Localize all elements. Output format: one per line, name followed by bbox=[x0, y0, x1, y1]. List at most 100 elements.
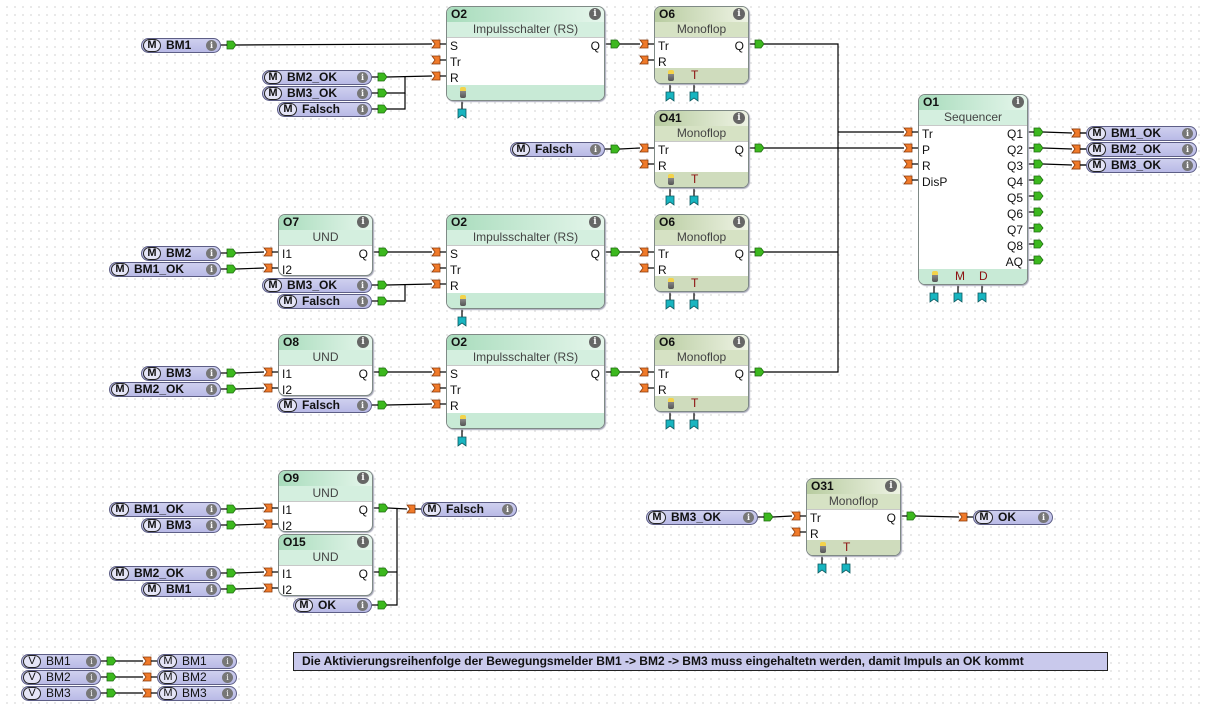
info-icon[interactable]: i bbox=[589, 216, 601, 228]
info-icon[interactable]: i bbox=[589, 8, 601, 20]
output-port[interactable] bbox=[1033, 223, 1044, 233]
wire[interactable] bbox=[1042, 147, 1073, 150]
param-port[interactable] bbox=[689, 419, 699, 430]
info-icon[interactable]: i bbox=[86, 688, 97, 699]
input-port[interactable] bbox=[431, 71, 441, 81]
input-port[interactable] bbox=[1071, 144, 1081, 154]
input-port[interactable] bbox=[903, 143, 913, 153]
output-port[interactable] bbox=[754, 39, 765, 49]
input-port[interactable] bbox=[1071, 160, 1081, 170]
info-icon[interactable]: i bbox=[206, 368, 217, 379]
param-port[interactable] bbox=[665, 299, 675, 310]
variable-bm1[interactable]: V BM1 i bbox=[21, 654, 101, 669]
output-port[interactable] bbox=[378, 367, 389, 377]
param-port[interactable] bbox=[977, 292, 987, 303]
input-port[interactable] bbox=[639, 143, 649, 153]
param-port[interactable] bbox=[457, 316, 467, 327]
wire[interactable] bbox=[915, 515, 960, 518]
output-port[interactable] bbox=[610, 144, 621, 154]
output-port[interactable] bbox=[1033, 159, 1044, 169]
wire[interactable] bbox=[764, 43, 839, 373]
wire[interactable] bbox=[235, 571, 265, 574]
marker-bm3[interactable]: M BM3 i bbox=[157, 686, 237, 701]
comment-note[interactable]: Die Aktivierungsreihenfolge der Bewegung… bbox=[293, 652, 1108, 671]
marker-bm3-ok[interactable]: M BM3_OK i bbox=[646, 510, 758, 525]
info-icon[interactable]: i bbox=[222, 672, 233, 683]
output-port[interactable] bbox=[377, 400, 388, 410]
marker-ok[interactable]: M OK i bbox=[293, 598, 372, 613]
output-port[interactable] bbox=[226, 584, 237, 594]
input-port[interactable] bbox=[639, 39, 649, 49]
input-port[interactable] bbox=[791, 511, 801, 521]
marker-falsch[interactable]: M Falsch i bbox=[421, 502, 517, 517]
output-port[interactable] bbox=[378, 503, 389, 513]
param-port[interactable] bbox=[689, 195, 699, 206]
param-port[interactable] bbox=[457, 108, 467, 119]
marker-ok[interactable]: M OK i bbox=[973, 510, 1053, 525]
info-icon[interactable]: i bbox=[743, 512, 754, 523]
output-port[interactable] bbox=[226, 40, 237, 50]
output-port[interactable] bbox=[763, 512, 774, 522]
info-icon[interactable]: i bbox=[357, 400, 368, 411]
info-icon[interactable]: i bbox=[206, 264, 217, 275]
input-port[interactable] bbox=[431, 383, 441, 393]
info-icon[interactable]: i bbox=[206, 568, 217, 579]
wire[interactable] bbox=[235, 523, 265, 526]
info-icon[interactable]: i bbox=[222, 656, 233, 667]
info-icon[interactable]: i bbox=[357, 216, 369, 228]
param-port[interactable] bbox=[817, 563, 827, 574]
input-port[interactable] bbox=[263, 519, 273, 529]
input-port[interactable] bbox=[263, 567, 273, 577]
info-icon[interactable]: i bbox=[206, 384, 217, 395]
output-port[interactable] bbox=[226, 248, 237, 258]
param-port[interactable] bbox=[689, 299, 699, 310]
output-port[interactable] bbox=[1033, 143, 1044, 153]
info-icon[interactable]: i bbox=[357, 536, 369, 548]
marker-bm3[interactable]: M BM3 i bbox=[141, 518, 221, 533]
info-icon[interactable]: i bbox=[357, 104, 368, 115]
input-port[interactable] bbox=[639, 263, 649, 273]
info-icon[interactable]: i bbox=[206, 520, 217, 531]
param-port[interactable] bbox=[665, 195, 675, 206]
info-icon[interactable]: i bbox=[357, 600, 368, 611]
marker-bm1[interactable]: M BM1 i bbox=[157, 654, 237, 669]
marker-bm1-ok[interactable]: M BM1_OK i bbox=[109, 262, 221, 277]
info-icon[interactable]: i bbox=[1182, 128, 1193, 139]
param-t[interactable]: T bbox=[843, 540, 851, 554]
output-port[interactable] bbox=[1033, 175, 1044, 185]
input-port[interactable] bbox=[142, 688, 152, 698]
info-icon[interactable]: i bbox=[589, 336, 601, 348]
input-port[interactable] bbox=[263, 383, 273, 393]
output-port[interactable] bbox=[106, 672, 117, 682]
wire[interactable] bbox=[387, 507, 408, 510]
input-port[interactable] bbox=[142, 656, 152, 666]
output-port[interactable] bbox=[1033, 191, 1044, 201]
info-icon[interactable]: i bbox=[502, 504, 513, 515]
param-port[interactable] bbox=[953, 292, 963, 303]
wire[interactable] bbox=[387, 285, 406, 302]
output-port[interactable] bbox=[226, 368, 237, 378]
marker-bm3[interactable]: M BM3 i bbox=[141, 366, 221, 381]
marker-bm2-ok[interactable]: M BM2_OK i bbox=[109, 566, 221, 581]
input-port[interactable] bbox=[263, 583, 273, 593]
info-icon[interactable]: i bbox=[733, 112, 745, 124]
wire[interactable] bbox=[387, 508, 398, 606]
wire[interactable] bbox=[235, 387, 265, 390]
marker-bm3-ok[interactable]: M BM3_OK i bbox=[262, 278, 372, 293]
input-port[interactable] bbox=[263, 263, 273, 273]
marker-falsch[interactable]: M Falsch i bbox=[277, 398, 372, 413]
info-icon[interactable]: i bbox=[357, 280, 368, 291]
marker-bm2-ok[interactable]: M BM2_OK i bbox=[1086, 142, 1197, 157]
output-port[interactable] bbox=[226, 264, 237, 274]
info-icon[interactable]: i bbox=[206, 248, 217, 259]
param-port[interactable] bbox=[665, 91, 675, 102]
wire[interactable] bbox=[1042, 163, 1073, 166]
input-port[interactable] bbox=[791, 527, 801, 537]
param-port[interactable] bbox=[929, 292, 939, 303]
info-icon[interactable]: i bbox=[206, 40, 217, 51]
output-port[interactable] bbox=[377, 600, 388, 610]
